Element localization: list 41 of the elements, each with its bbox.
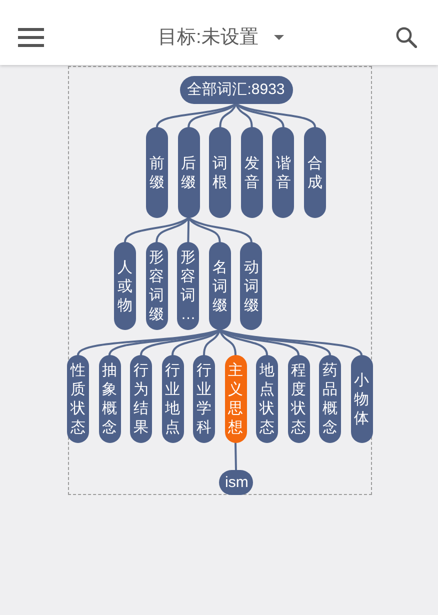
connector-line — [203, 329, 221, 356]
connector-line — [188, 217, 221, 243]
tree-node: 小物体 — [350, 355, 372, 443]
tree-node: 形容词缀 — [146, 242, 168, 330]
tree-node: 行业学科 — [193, 355, 215, 443]
tree-node: 前缀 — [146, 127, 168, 218]
tree-node: 形容词… — [177, 242, 200, 330]
tree-node: 地点状态 — [256, 355, 278, 443]
tree-node: 后缀 — [178, 127, 200, 218]
connector-line — [156, 217, 190, 243]
connector-line — [219, 103, 237, 128]
connector-line — [218, 329, 362, 356]
connector-line — [172, 329, 221, 356]
tree-node: 名词缀 — [208, 242, 231, 330]
selected-tree-node: 主义思想 — [224, 355, 246, 443]
tree-node: 行为结果 — [130, 355, 152, 443]
connector-line — [124, 217, 190, 243]
tree-node: 谐音 — [272, 127, 294, 218]
connector-line — [218, 329, 236, 356]
root-node: 全部词汇:8933 — [180, 76, 292, 104]
tree-node: 性质状态 — [67, 355, 89, 443]
tree-node: 发音 — [240, 127, 263, 218]
tree-node: 程度状态 — [288, 355, 310, 443]
connector-line — [235, 103, 284, 128]
connector-line — [156, 103, 237, 128]
tree-node: 药品概念 — [319, 355, 341, 443]
connector-line — [235, 103, 316, 128]
connector-line — [218, 329, 268, 356]
connector-line — [188, 217, 252, 243]
tree-node: 行业地点 — [162, 355, 184, 443]
leaf-node: ism — [219, 470, 253, 495]
tree-node: 词根 — [209, 127, 232, 218]
connector-line — [234, 442, 237, 471]
tree-node: 抽象概念 — [98, 355, 120, 443]
header-title: 目标:未设置 — [158, 26, 258, 50]
tree-node: 人或物 — [114, 242, 136, 330]
tree-node: 动词缀 — [240, 242, 262, 330]
tree-node: 合成 — [304, 127, 326, 218]
connector-line — [187, 217, 190, 243]
connector-line — [235, 103, 253, 128]
connector-line — [188, 103, 237, 128]
